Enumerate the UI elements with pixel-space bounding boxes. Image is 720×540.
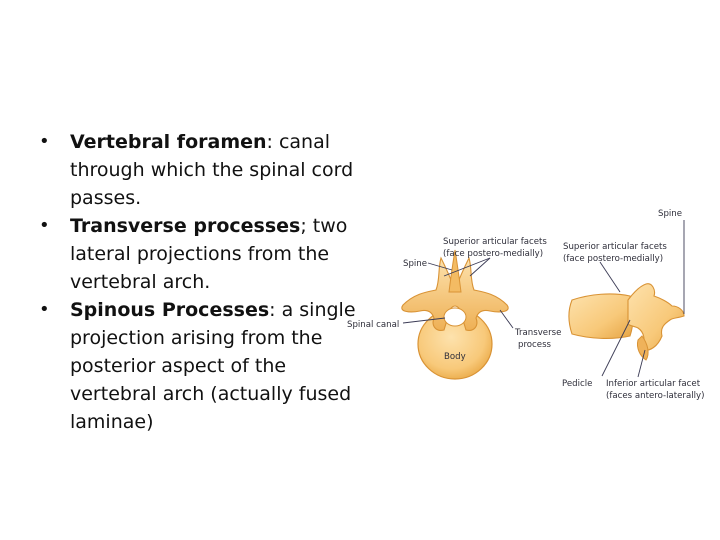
leader-superior-left (469, 257, 491, 277)
leader-transverse (499, 309, 514, 329)
leader-spinal-canal (402, 317, 446, 324)
leader-superior-right (599, 261, 621, 293)
label-inferior-facet-note: (faces antero-laterally) (606, 391, 704, 401)
leader-spine-left (427, 262, 453, 271)
vertebra-diagram: Superior articular facets (face postero-… (347, 209, 704, 401)
label-transverse-process: process (518, 340, 552, 350)
desc-vertebral-foramen: : canal through which the spinal cord pa… (70, 131, 354, 209)
term-spinous-processes: Spinous Processes (70, 299, 270, 321)
label-superior-facets-left-note: (face postero-medially) (443, 249, 543, 259)
label-superior-facets-left: Superior articular facets (443, 237, 547, 247)
label-pedicle: Pedicle (562, 379, 592, 389)
leader-lines (402, 220, 685, 378)
term-transverse-processes: Transverse processes (70, 215, 301, 237)
diagram-labels: Superior articular facets (face postero-… (347, 209, 704, 401)
leader-inferior-facet (637, 349, 646, 378)
bullet-transverse-processes: Transverse processes; two lateral projec… (30, 212, 360, 296)
bullet-spinous-processes: Spinous Processes: a single projection a… (30, 296, 360, 436)
label-spine-left: Spine (403, 259, 427, 269)
vertebral-arch (401, 256, 509, 331)
spinal-canal (443, 307, 467, 327)
desc-spinous-processes: : a single projection arising from the p… (70, 299, 356, 433)
bullet-vertebral-foramen: Vertebral foramen: canal through which t… (30, 128, 360, 212)
vertebra-superior-view (401, 249, 509, 380)
spinous-process-superior (448, 249, 462, 293)
label-spine-right: Spine (658, 209, 682, 219)
label-spinal-canal: Spinal canal (347, 320, 399, 330)
lateral-vertebral-body (568, 293, 634, 339)
label-body: Body (444, 352, 466, 362)
label-superior-facets-right-note: (face postero-medially) (563, 254, 663, 264)
label-inferior-facet: Inferior articular facet (606, 379, 701, 389)
label-superior-facets-right: Superior articular facets (563, 242, 667, 252)
lateral-arch (627, 283, 685, 351)
vertebra-lateral-view (568, 283, 685, 361)
lateral-inferior-facet (637, 335, 649, 361)
desc-transverse-processes: ; two lateral projections from the verte… (70, 215, 348, 293)
label-transverse: Transverse (514, 328, 561, 338)
leader-pedicle (601, 319, 631, 377)
term-vertebral-foramen: Vertebral foramen (70, 131, 267, 153)
bullet-list: Vertebral foramen: canal through which t… (30, 128, 360, 436)
leader-superior-left-2 (443, 257, 491, 277)
